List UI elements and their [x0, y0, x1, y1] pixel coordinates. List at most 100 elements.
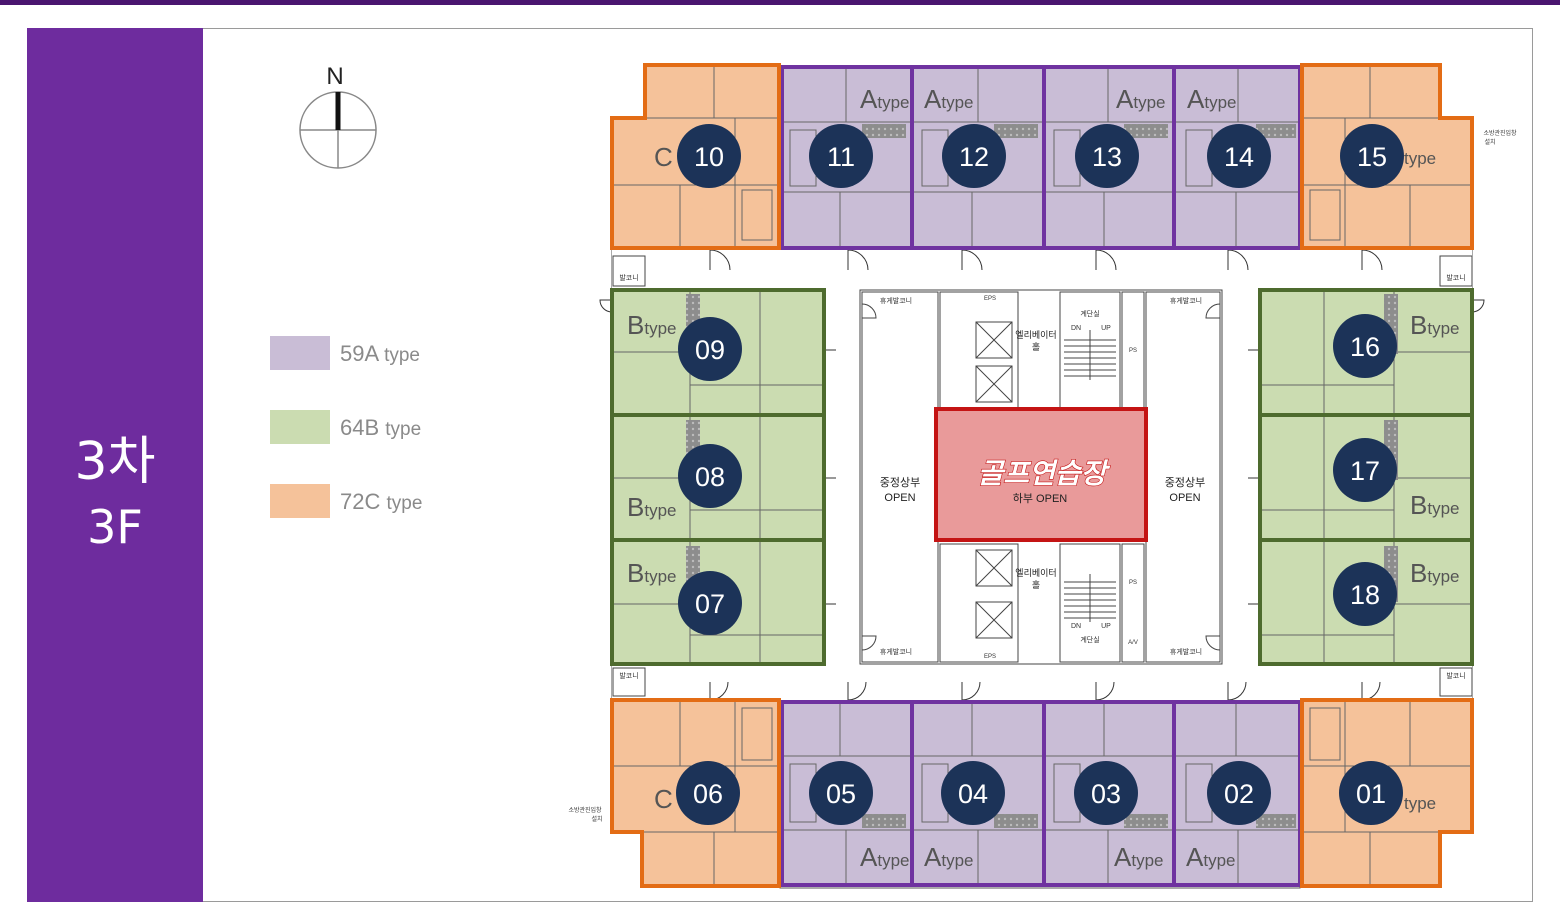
- balcony-label-ne: 발코니: [1446, 273, 1465, 282]
- legend-code: 59A: [340, 341, 378, 366]
- golf-practice-area: [934, 407, 1148, 542]
- type-label-c-suffix: type: [1404, 149, 1436, 168]
- unit-marker-05[interactable]: 05: [809, 761, 873, 825]
- legend-suffix: type: [385, 419, 422, 440]
- unit-marker-16[interactable]: 16: [1333, 314, 1397, 378]
- type-label-b: Btype: [627, 558, 676, 588]
- south-corridor: [612, 664, 1472, 700]
- stair-label-bottom: 계단실: [1080, 635, 1099, 644]
- av-label: A/V: [1128, 640, 1138, 646]
- elevator-label-bottom: 엘리베이터: [1015, 568, 1056, 578]
- stair-label-top: 계단실: [1080, 309, 1099, 318]
- stair-dn-top: DN: [1071, 325, 1081, 332]
- fire-note-sw-1: 소방관진입창: [568, 806, 602, 814]
- ps-label-top: PS: [1129, 348, 1137, 354]
- type-label-c-suffix: type: [1404, 794, 1436, 813]
- void-label-west-2: OPEN: [884, 492, 915, 504]
- unit-number: 14: [1224, 142, 1254, 172]
- type-label-b: Btype: [1410, 310, 1459, 340]
- type-label-a: Atype: [1187, 84, 1236, 114]
- unit-marker-13[interactable]: 13: [1075, 124, 1139, 188]
- type-label-b: Btype: [1410, 558, 1459, 588]
- unit-number: 05: [826, 779, 856, 809]
- unit-marker-10[interactable]: 10: [677, 124, 741, 188]
- ps-label-bottom: PS: [1129, 580, 1137, 586]
- floor-label: 3F: [87, 500, 143, 554]
- legend-swatch: [270, 410, 330, 444]
- unit-marker-07[interactable]: 07: [678, 571, 742, 635]
- unit-marker-06[interactable]: 06: [676, 761, 740, 825]
- unit-number: 09: [695, 335, 725, 365]
- legend-code: 72C: [340, 489, 381, 514]
- unit-marker-11[interactable]: 11: [809, 124, 873, 188]
- balcony-label-nw: 발코니: [619, 273, 638, 282]
- sidebar-panel: 3차 3F: [27, 28, 203, 902]
- golf-practice-sublabel: 하부 OPEN: [1013, 491, 1068, 505]
- type-label-a: Atype: [1114, 842, 1163, 872]
- unit-number: 07: [695, 589, 725, 619]
- type-label-a: Atype: [1186, 842, 1235, 872]
- stair-up-bottom: UP: [1101, 623, 1111, 630]
- top-accent-bar: [0, 0, 1560, 5]
- type-label-c: C: [654, 142, 673, 172]
- unit-marker-04[interactable]: 04: [941, 761, 1005, 825]
- legend-swatch: [270, 484, 330, 518]
- void-label-east-2: OPEN: [1169, 492, 1200, 504]
- legend-code: 64B: [340, 415, 380, 440]
- rest-balcony-label-sw: 휴게발코니: [880, 647, 912, 656]
- unit-marker-14[interactable]: 14: [1207, 124, 1271, 188]
- rest-balcony-label-nw: 휴게발코니: [880, 296, 912, 305]
- fire-note-ne-1: 소방관진입창: [1483, 129, 1517, 137]
- void-label-east-1: 중정상부: [1165, 476, 1205, 489]
- elevator-hall-top: 홀: [1032, 341, 1040, 352]
- unit-marker-12[interactable]: 12: [942, 124, 1006, 188]
- unit-number: 18: [1350, 580, 1380, 610]
- stair-up-top: UP: [1101, 325, 1111, 332]
- unit-number: 02: [1224, 779, 1254, 809]
- north-label: N: [326, 63, 343, 90]
- type-label-b: Btype: [627, 492, 676, 522]
- type-label-b: Btype: [627, 310, 676, 340]
- fire-note-sw-2: 설치: [591, 815, 602, 823]
- type-label-a: Atype: [924, 842, 973, 872]
- type-label-a: Atype: [924, 84, 973, 114]
- unit-markers: 10 11 12 13 14 15 09 08 07 16 17 18 06 0…: [676, 124, 1404, 825]
- elevator-label-top: 엘리베이터: [1015, 330, 1056, 340]
- type-label-a: Atype: [860, 842, 909, 872]
- unit-number: 13: [1092, 142, 1122, 172]
- fire-note-ne-2: 설치: [1484, 138, 1495, 146]
- unit-number: 12: [959, 142, 989, 172]
- balcony-label-se: 발코니: [1446, 671, 1465, 680]
- north-corridor: [612, 250, 1472, 290]
- unit-marker-08[interactable]: 08: [678, 444, 742, 508]
- unit-marker-15[interactable]: 15: [1340, 124, 1404, 188]
- stair-dn-bottom: DN: [1071, 623, 1081, 630]
- unit-number: 08: [695, 462, 725, 492]
- unit-marker-09[interactable]: 09: [678, 317, 742, 381]
- golf-practice-label: 골프연습장: [978, 458, 1111, 489]
- unit-number: 11: [827, 142, 855, 172]
- rest-balcony-label-ne: 휴게발코니: [1170, 296, 1202, 305]
- unit-number: 04: [958, 779, 988, 809]
- legend-swatch: [270, 336, 330, 370]
- unit-number: 17: [1350, 456, 1380, 486]
- building-label: 3차: [74, 432, 156, 492]
- unit-number: 10: [694, 142, 724, 172]
- rest-balcony-label-se: 휴게발코니: [1170, 647, 1202, 656]
- type-label-a: Atype: [860, 84, 909, 114]
- balcony-label-sw: 발코니: [619, 671, 638, 680]
- unit-marker-02[interactable]: 02: [1207, 761, 1271, 825]
- unit-marker-17[interactable]: 17: [1333, 438, 1397, 502]
- unit-marker-18[interactable]: 18: [1333, 562, 1397, 626]
- legend-suffix: type: [384, 345, 420, 366]
- unit-number: 16: [1350, 332, 1380, 362]
- type-label-a: Atype: [1116, 84, 1165, 114]
- eps-label-top: EPS: [984, 296, 996, 302]
- unit-number: 06: [693, 779, 723, 809]
- unit-marker-03[interactable]: 03: [1074, 761, 1138, 825]
- elevator-hall-bottom: 홀: [1032, 579, 1040, 590]
- unit-marker-01[interactable]: 01: [1339, 761, 1403, 825]
- void-label-west-1: 중정상부: [880, 476, 920, 489]
- unit-number: 15: [1357, 142, 1387, 172]
